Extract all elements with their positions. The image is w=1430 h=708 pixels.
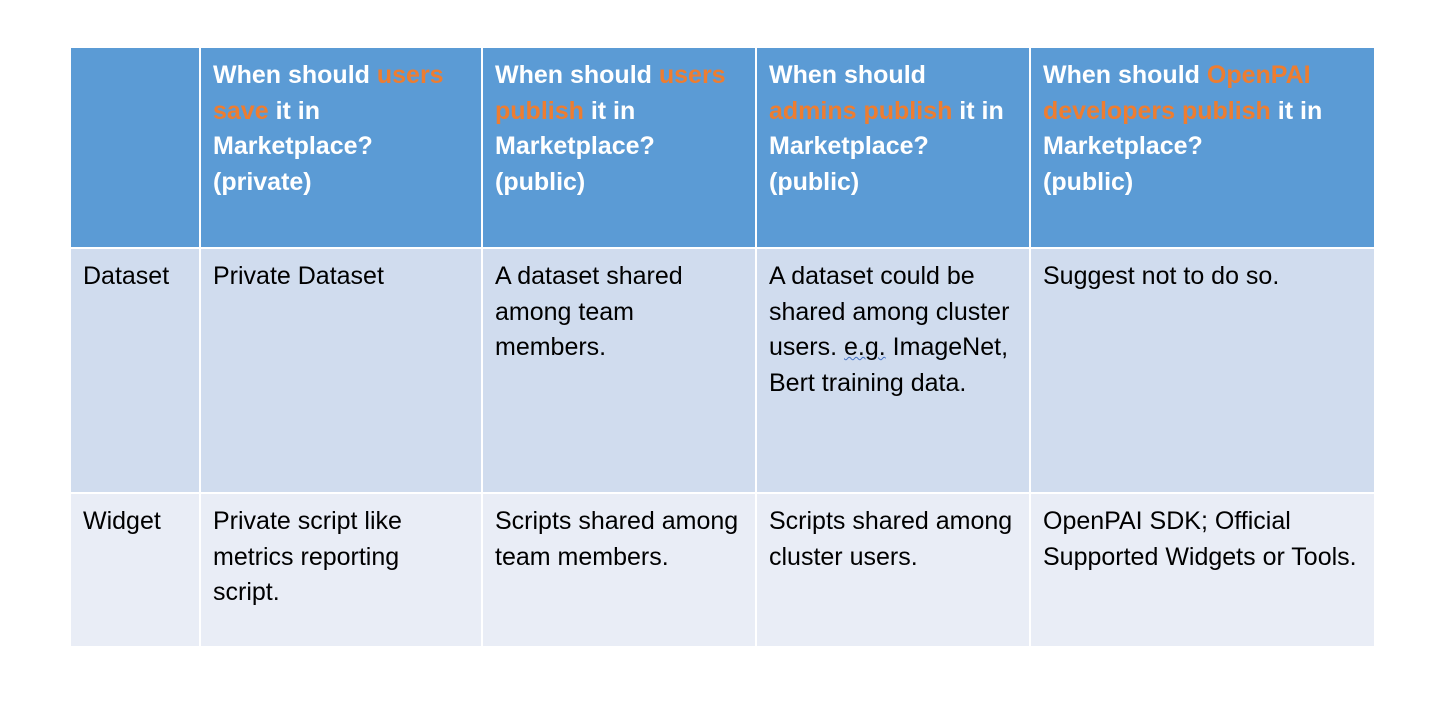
table-cell: A dataset could be shared among cluster …: [755, 247, 1031, 494]
cell-text: it in Marketplace?: [769, 96, 1004, 161]
cell-text: When should: [213, 61, 377, 89]
highlighted-text: admins publish: [769, 96, 953, 125]
header-cell-users-publish: When should users publish it in Marketpl…: [481, 46, 757, 249]
table-cell: Private script like metrics reporting sc…: [199, 492, 483, 648]
cell-text: (public): [495, 167, 586, 196]
cell-text: Private script like metrics reporting sc…: [213, 507, 402, 606]
spellcheck-underlined-text: e.g.: [844, 333, 886, 361]
header-row: When should users save it in Marketplace…: [69, 46, 1376, 249]
cell-text: Private Dataset: [213, 262, 384, 290]
row-label-dataset: Dataset: [69, 247, 201, 494]
table-cell: Scripts shared among team members.: [481, 492, 757, 648]
row-label-widget: Widget: [69, 492, 201, 648]
cell-text: Scripts shared among cluster users.: [769, 507, 1013, 571]
table-cell: Scripts shared among cluster users.: [755, 492, 1031, 648]
table-row-widget: Widget Private script like metrics repor…: [69, 492, 1376, 648]
table-cell: Private Dataset: [199, 247, 483, 494]
cell-text: A dataset shared among team members.: [495, 262, 683, 361]
cell-text: (private): [213, 167, 312, 196]
marketplace-table: When should users save it in Marketplace…: [69, 46, 1376, 648]
table-cell: OpenPAI SDK; Official Supported Widgets …: [1029, 492, 1376, 648]
table-row-dataset: Dataset Private Dataset A dataset shared…: [69, 247, 1376, 494]
cell-text: it in Marketplace?: [213, 96, 373, 161]
highlighted-text: users save: [213, 61, 444, 125]
cell-text: it in Marketplace?: [1043, 96, 1323, 161]
cell-text: ImageNet, Bert training data.: [769, 333, 1009, 397]
highlighted-text: OpenPAI developers publish: [1043, 61, 1311, 125]
header-cell-users-save: When should users save it in Marketplace…: [199, 46, 483, 249]
cell-text: it in Marketplace?: [495, 96, 655, 161]
header-cell-developers-publish: When should OpenPAI developers publish i…: [1029, 46, 1376, 249]
cell-text: A dataset could be shared among cluster …: [769, 262, 1010, 361]
header-cell-admins-publish: When should admins publish it in Marketp…: [755, 46, 1031, 249]
cell-text: Suggest not to do so.: [1043, 262, 1280, 290]
header-cell-empty: [69, 46, 201, 249]
table-cell: A dataset shared among team members.: [481, 247, 757, 494]
cell-text: When should: [1043, 61, 1207, 89]
highlighted-text: users publish: [495, 61, 726, 125]
cell-text: When should: [495, 61, 659, 89]
cell-text: OpenPAI SDK; Official Supported Widgets …: [1043, 507, 1357, 571]
cell-text: (public): [769, 167, 860, 196]
cell-text: When should: [769, 61, 926, 89]
table-cell: Suggest not to do so.: [1029, 247, 1376, 494]
cell-text: Scripts shared among team members.: [495, 507, 739, 571]
cell-text: (public): [1043, 167, 1134, 196]
